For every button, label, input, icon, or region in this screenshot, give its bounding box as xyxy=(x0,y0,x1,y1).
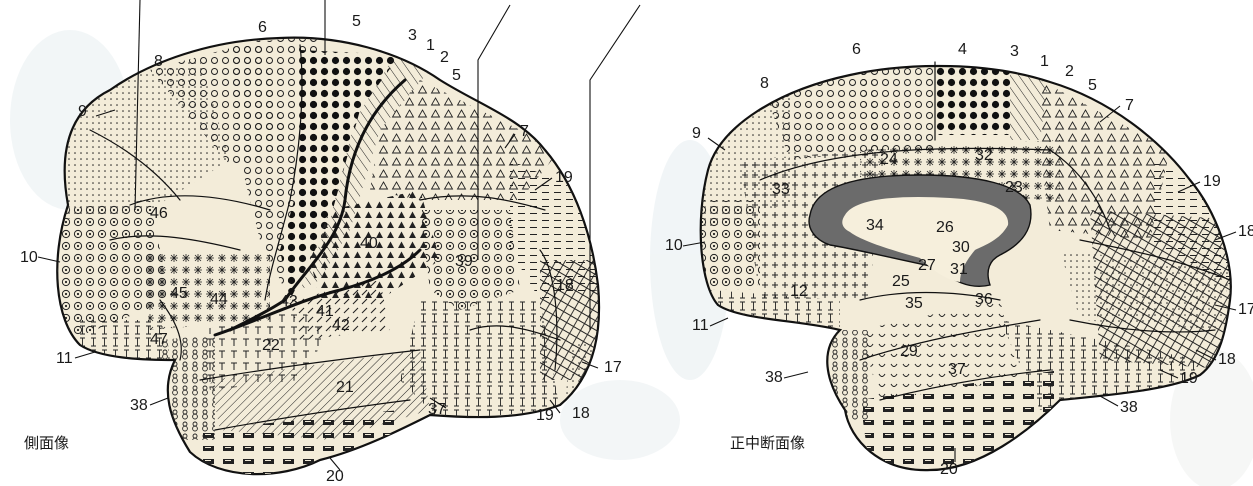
lateral-label-4: 5 xyxy=(352,13,361,30)
medial-label-26: 26 xyxy=(936,219,954,236)
medial-label-3: 3 xyxy=(1010,43,1019,60)
caption-medial: 正中断面像 xyxy=(730,434,805,452)
lateral-label-46: 46 xyxy=(150,205,168,222)
medial-label-17: 17 xyxy=(1238,301,1253,318)
lateral-label-45: 45 xyxy=(170,285,188,302)
medial-label-5: 5 xyxy=(1088,77,1097,94)
medial-label-11: 11 xyxy=(692,317,709,334)
lateral-label-11: 11 xyxy=(56,350,73,367)
medial-label-7: 7 xyxy=(1125,97,1134,114)
medial-label-8: 8 xyxy=(760,75,769,92)
medial-label-38: 38 xyxy=(765,369,783,386)
lateral-label-19-top: 19 xyxy=(555,169,573,186)
medial-area-6-region xyxy=(860,60,935,150)
lateral-label-40: 40 xyxy=(360,235,378,252)
lateral-label-44: 44 xyxy=(210,291,228,308)
medial-label-33: 34 xyxy=(866,217,884,234)
medial-label-31: 32 xyxy=(975,147,993,164)
lateral-label-1: 1 xyxy=(426,37,435,54)
lateral-label-18-inside: 18 xyxy=(556,277,574,294)
medial-label-18: 18 xyxy=(1218,351,1236,368)
medial-label-37: 38 xyxy=(1120,399,1138,416)
medial-label-2: 2 xyxy=(1065,63,1074,80)
lateral-label-2: 2 xyxy=(440,49,449,66)
medial-area-4-region xyxy=(935,62,1010,135)
medial-label-19: 19 xyxy=(1180,370,1198,387)
lateral-label-19: 19 xyxy=(536,407,554,424)
lateral-label-43: 43 xyxy=(280,293,298,310)
lateral-label-10: 10 xyxy=(20,249,38,266)
medial-label-6: 6 xyxy=(852,41,861,58)
lateral-label-18: 18 xyxy=(572,405,590,422)
medial-label-36: 37 xyxy=(948,361,966,378)
lateral-label-3: 3 xyxy=(408,27,417,44)
lateral-label-6: 6 xyxy=(258,19,267,36)
medial-label-20: 20 xyxy=(940,461,958,478)
medial-label-10: 10 xyxy=(665,237,683,254)
lateral-label-37: 37 xyxy=(428,401,446,418)
medial-label-29: 30 xyxy=(952,239,970,256)
lateral-label-22: 22 xyxy=(262,337,280,354)
lateral-label-17: 17 xyxy=(604,359,622,376)
lateral-label-47: 47 xyxy=(150,331,168,348)
medial-label-35: 36 xyxy=(975,291,993,308)
medial-label-34: 35 xyxy=(905,295,923,312)
lateral-label-21: 21 xyxy=(336,379,354,396)
lateral-label-7: 7 xyxy=(520,123,529,140)
medial-label-27: 27 xyxy=(918,257,936,274)
medial-label-18-top: 18 xyxy=(1238,223,1253,240)
medial-label-1: 1 xyxy=(1040,53,1049,70)
medial-label-19-top: 19 xyxy=(1203,173,1221,190)
lateral-label-20: 20 xyxy=(326,468,344,485)
medial-label-24: 24 xyxy=(880,151,898,168)
lateral-label-38: 38 xyxy=(130,397,148,414)
lateral-label-39: 39 xyxy=(455,253,473,270)
medial-view-brain: 4 6 3 1 2 5 8 7 9 24 32 23 19 33 34 18 2… xyxy=(665,41,1253,478)
medial-label-4: 4 xyxy=(958,41,967,58)
medial-area-10-region xyxy=(700,200,760,290)
lateral-label-42: 42 xyxy=(332,317,350,334)
caption-lateral: 側面像 xyxy=(24,434,69,452)
lateral-label-5: 5 xyxy=(452,67,461,84)
medial-label-32: 33 xyxy=(772,181,790,198)
medial-label-28: 29 xyxy=(900,343,918,360)
medial-label-25: 25 xyxy=(892,273,910,290)
medial-label-30: 31 xyxy=(950,261,968,278)
lateral-label-9: 9 xyxy=(78,103,87,120)
lateral-label-8: 8 xyxy=(154,53,163,70)
medial-label-23: 23 xyxy=(1005,179,1023,196)
medial-label-9: 9 xyxy=(692,125,701,142)
medial-label-12: 12 xyxy=(790,283,808,300)
